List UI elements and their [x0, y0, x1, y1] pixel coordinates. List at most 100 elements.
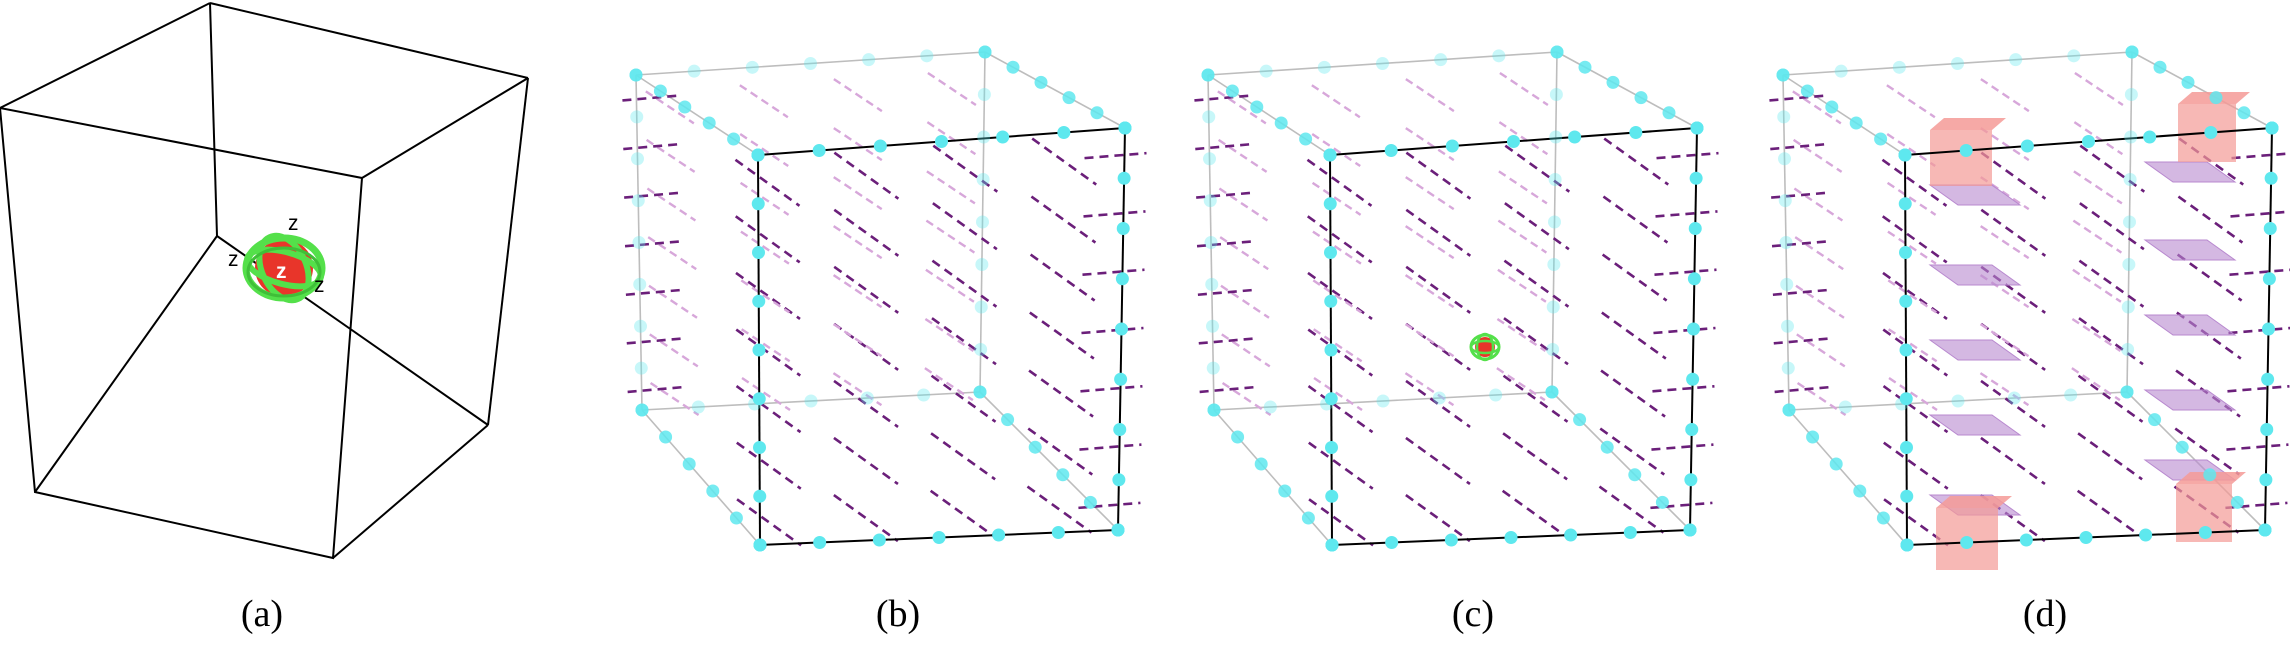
cube-edge-back — [1207, 74, 1215, 411]
cube-edge-back — [635, 74, 759, 156]
boundary-node — [1324, 343, 1338, 357]
boundary-node — [1600, 440, 1614, 454]
field-line — [1199, 385, 1258, 394]
field-line — [1081, 326, 1144, 335]
boundary-node — [1507, 135, 1520, 148]
field-line — [1600, 369, 1666, 418]
boundary-node — [635, 403, 649, 417]
boundary-node — [1207, 403, 1221, 417]
plane-right — [2143, 389, 2237, 411]
corner-block — [1930, 118, 2006, 130]
field-line — [1498, 121, 1549, 156]
boundary-node — [748, 397, 762, 411]
boundary-node — [1083, 495, 1097, 509]
field-line — [2078, 317, 2144, 366]
boundary-node — [1900, 538, 1914, 552]
field-line — [645, 90, 695, 125]
boundary-node — [752, 294, 766, 308]
boundary-node — [729, 511, 743, 525]
cube-b-field-lines — [622, 71, 1147, 547]
field-line — [2174, 427, 2241, 476]
boundary-node — [2259, 473, 2273, 487]
field-line — [1196, 191, 1255, 199]
field-line — [734, 158, 801, 207]
boundary-node — [2258, 523, 2272, 537]
boundary-node — [2007, 391, 2021, 405]
field-line — [1882, 385, 1949, 434]
field-line — [2229, 268, 2290, 277]
field-line — [2178, 137, 2244, 186]
cube-a-edge — [361, 77, 529, 179]
field-line — [1308, 441, 1374, 490]
field-line — [932, 144, 999, 193]
boundary-node — [1546, 300, 1560, 314]
boundary-node — [2120, 385, 2134, 399]
field-line — [735, 271, 801, 321]
boundary-node — [1898, 197, 1912, 211]
field-line — [2176, 253, 2243, 302]
boundary-node — [1225, 84, 1239, 98]
boundary-node — [1118, 121, 1132, 135]
field-line — [1652, 385, 1715, 393]
field-line — [1774, 385, 1833, 394]
field-line — [2078, 259, 2145, 308]
boundary-node — [1899, 246, 1912, 259]
boundary-node — [691, 400, 705, 414]
boundary-node — [2019, 533, 2033, 547]
field-line — [1196, 239, 1256, 248]
field-line — [2079, 202, 2145, 251]
boundary-node — [1320, 397, 1334, 411]
boundary-node — [1655, 495, 1669, 509]
field-line — [2227, 385, 2290, 393]
field-line — [1312, 230, 1362, 265]
field-line — [739, 133, 789, 168]
boundary-node — [753, 489, 767, 503]
field-line — [833, 436, 899, 486]
boundary-node — [2124, 130, 2138, 144]
plane-left — [1928, 184, 2022, 206]
field-line — [740, 230, 790, 265]
boundary-node — [2079, 531, 2093, 544]
boundary-node — [1688, 222, 1702, 235]
field-line — [646, 187, 697, 222]
plane-left — [1928, 339, 2022, 361]
field-line — [1655, 210, 1718, 218]
boundary-node — [687, 64, 701, 78]
field-line — [2226, 443, 2289, 451]
field-line — [1794, 236, 1844, 271]
caption-c: (c) — [1451, 593, 1495, 635]
field-line — [1980, 208, 2047, 257]
field-line — [1218, 187, 1269, 222]
field-line — [1501, 489, 1568, 538]
axis-label-z: z — [228, 248, 239, 271]
panel-c — [1194, 45, 1719, 552]
field-line — [1217, 90, 1267, 125]
boundary-node — [2153, 60, 2167, 74]
axis-labels-a: z z z z — [228, 212, 325, 297]
boundary-node — [2260, 423, 2274, 436]
boundary-node — [1325, 489, 1339, 503]
cube-a-front-face — [0, 106, 364, 560]
field-line — [1888, 377, 1938, 412]
boundary-node — [1116, 222, 1130, 235]
boundary-node — [935, 135, 948, 148]
field-line — [1980, 151, 2047, 200]
boundary-node — [1781, 361, 1795, 375]
boundary-node — [2122, 258, 2136, 271]
boundary-node — [659, 430, 673, 444]
field-line — [1217, 138, 1268, 173]
field-line — [1307, 328, 1374, 377]
field-line — [2079, 144, 2146, 193]
field-line — [2077, 432, 2143, 481]
boundary-node — [1115, 272, 1129, 286]
boundary-node — [1550, 45, 1564, 59]
field-line — [1980, 265, 2046, 314]
field-line — [1599, 427, 1666, 476]
boundary-node — [1090, 106, 1104, 120]
boundary-node — [1113, 423, 1127, 436]
boundary-node — [1492, 49, 1506, 63]
boundary-node — [1899, 392, 1913, 406]
boundary-node — [1606, 75, 1620, 89]
cube-edge-back — [1551, 391, 1691, 531]
field-line — [1084, 151, 1147, 160]
